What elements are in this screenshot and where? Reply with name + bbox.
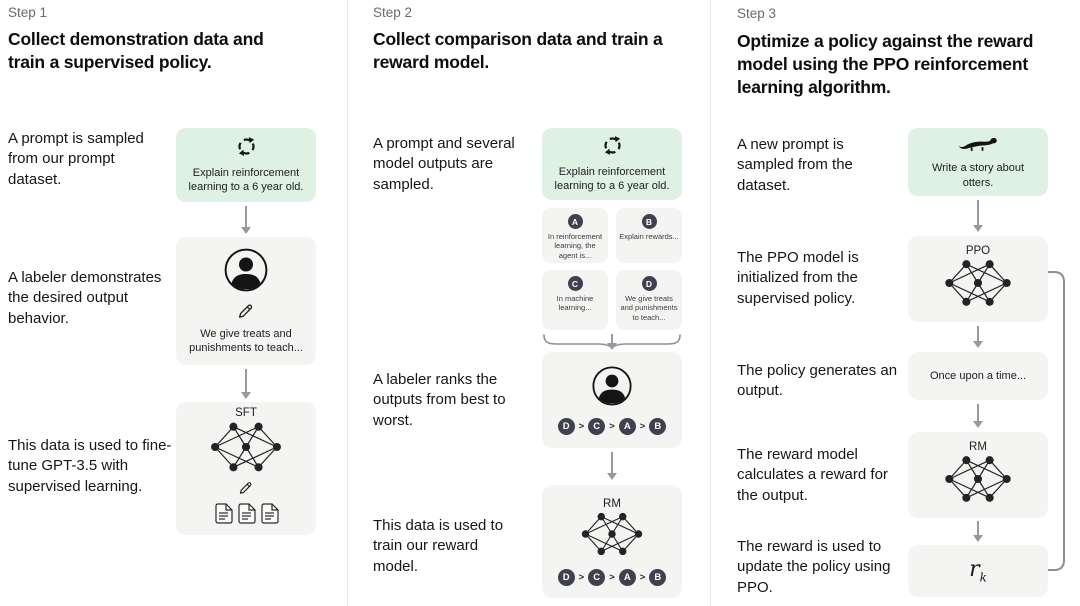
rm-label: RM — [969, 440, 987, 453]
rank-chip: D — [557, 418, 575, 435]
output-box-a: A In reinforcement learning, the agent i… — [542, 208, 608, 263]
step3-label: Step 3 — [737, 6, 777, 21]
neural-network-icon — [207, 419, 285, 480]
cycle-arrows-icon — [602, 135, 623, 161]
step3-caption-reward: The reward model calculates a reward for… — [737, 446, 888, 504]
otter-icon — [956, 134, 1000, 157]
step2-ranker-box: D > C > A > B — [542, 352, 682, 448]
step2-prompt-box: Explain reinforcement learning to a 6 ye… — [542, 128, 682, 200]
rank-separator: > — [609, 421, 615, 432]
step3-reward-box: rk — [908, 545, 1048, 597]
step1-labeler-box: We give treats and punishments to teach.… — [176, 237, 316, 365]
step3-caption-output: The policy generates an output. — [737, 362, 898, 400]
arrow-down-icon — [972, 200, 984, 232]
step1-prompt-box: Explain reinforcement learning to a 6 ye… — [176, 128, 316, 202]
output-chip-a: A — [567, 214, 583, 229]
output-text-d: We give treats and punishments to teach.… — [620, 294, 678, 322]
step1-caption-labeler: A labeler demonstrates the desired outpu… — [8, 269, 162, 327]
neural-network-icon — [942, 257, 1014, 314]
step1-caption-prompt: A prompt is sampled from our prompt data… — [8, 130, 144, 188]
ppo-label: PPO — [965, 244, 991, 257]
column-divider — [347, 0, 348, 606]
person-icon — [223, 247, 269, 298]
step3-ppo-box: PPO — [908, 236, 1048, 322]
output-text-b: Explain rewards... — [619, 232, 679, 241]
rank-chip: A — [618, 568, 636, 586]
rank-separator: > — [639, 571, 646, 583]
arrow-down-icon — [972, 404, 984, 428]
person-icon — [591, 365, 633, 412]
column-divider — [710, 0, 711, 606]
rank-separator: > — [578, 571, 585, 583]
rank-separator: > — [639, 421, 646, 432]
step2-title: Collect comparison data and train a rewa… — [373, 29, 663, 72]
neural-network-icon — [578, 510, 646, 563]
output-chip-d: D — [641, 276, 657, 291]
step1-title: Collect demonstration data and train a s… — [8, 29, 264, 72]
rank-chip: C — [588, 568, 606, 586]
pencil-icon — [239, 480, 253, 499]
rank-chip: B — [649, 418, 667, 435]
output-text-c: In machine learning... — [556, 294, 594, 313]
output-text-a: In reinforcement learning, the agent is.… — [547, 232, 603, 260]
step1-labeler-text: We give treats and punishments to teach.… — [189, 327, 303, 354]
step3-prompt-text: Write a story about otters. — [931, 162, 1025, 189]
output-box-d: D We give treats and punishments to teac… — [616, 270, 682, 330]
step1-prompt-text: Explain reinforcement learning to a 6 ye… — [188, 166, 304, 193]
arrow-down-icon — [972, 326, 984, 348]
rank-chip: D — [557, 568, 575, 586]
step3-caption-new-prompt: A new prompt is sampled from the dataset… — [737, 136, 853, 194]
rank-chip: A — [618, 418, 636, 435]
step2-caption-train: This data is used to train our reward mo… — [373, 517, 504, 575]
rank-chip: B — [649, 568, 667, 586]
step3-rm-box: RM — [908, 432, 1048, 518]
neural-network-icon — [942, 453, 1014, 510]
arrow-down-icon — [606, 452, 618, 480]
output-chip-b: B — [641, 214, 657, 229]
cycle-arrows-icon — [236, 136, 257, 162]
rank-separator: > — [609, 571, 615, 583]
step3-caption-ppo-init: The PPO model is initialized from the su… — [737, 249, 859, 307]
step3-output-text: Once upon a time... — [930, 369, 1026, 382]
rank-chip: C — [588, 418, 606, 435]
arrow-down-icon — [972, 521, 984, 542]
reward-symbol: rk — [969, 557, 987, 585]
rm-label: RM — [603, 497, 621, 510]
output-box-c: C In machine learning... — [542, 270, 608, 330]
arrow-down-icon — [240, 206, 252, 234]
step3-title: Optimize a policy against the reward mod… — [737, 31, 1034, 97]
step2-prompt-text: Explain reinforcement learning to a 6 ye… — [554, 165, 670, 192]
step1-label: Step 1 — [8, 5, 48, 20]
ranking-row: D > C > A > B — [557, 568, 667, 586]
step1-caption-finetune: This data is used to fine-tune GPT-3.5 w… — [8, 437, 172, 495]
rank-separator: > — [578, 421, 585, 432]
output-box-b: B Explain rewards... — [616, 208, 682, 263]
documents-icon — [213, 503, 279, 530]
step2-caption-ranks: A labeler ranks the outputs from best to… — [373, 371, 506, 429]
step3-caption-update: The reward is used to update the policy … — [737, 538, 891, 596]
ranking-row: D > C > A > B — [557, 418, 667, 435]
arrow-down-icon — [240, 369, 252, 399]
pencil-icon — [238, 302, 254, 323]
output-chip-c: C — [567, 276, 583, 291]
step1-sft-box: SFT — [176, 402, 316, 535]
step2-label: Step 2 — [373, 5, 413, 20]
step3-output-box: Once upon a time... — [908, 352, 1048, 400]
step2-rm-box: RM D > C > A > — [542, 485, 682, 598]
step2-caption-sampled: A prompt and several model outputs are s… — [373, 135, 515, 193]
arrow-down-icon — [606, 334, 618, 350]
step3-prompt-box: Write a story about otters. — [908, 128, 1048, 196]
sft-label: SFT — [235, 407, 257, 419]
